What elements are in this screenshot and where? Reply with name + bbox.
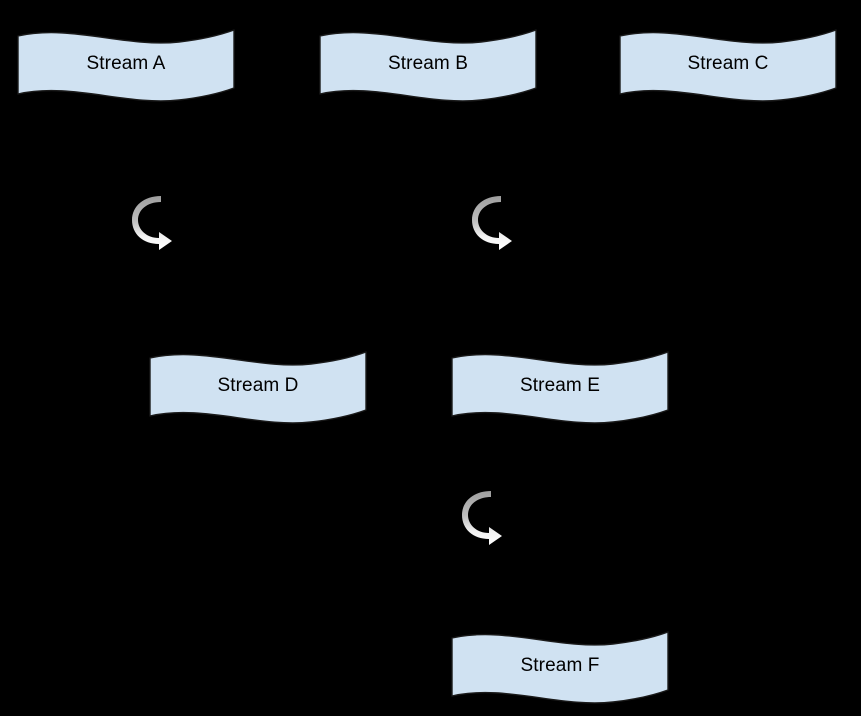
banner-stream-b[interactable]: Stream B bbox=[318, 26, 538, 102]
banner-stream-c[interactable]: Stream C bbox=[618, 26, 838, 102]
banner-stream-a[interactable]: Stream A bbox=[16, 26, 236, 102]
banner-shape bbox=[451, 631, 669, 704]
banner-shape bbox=[149, 351, 367, 424]
banner-shape bbox=[319, 29, 537, 102]
banner-stream-d[interactable]: Stream D bbox=[148, 348, 368, 424]
rotate-arrow-icon bbox=[131, 196, 175, 254]
rotate-arrow-glyph bbox=[462, 491, 502, 545]
rotate-arrow-icon bbox=[471, 196, 515, 254]
banner-shape bbox=[17, 29, 235, 102]
rotate-arrow-icon bbox=[461, 491, 505, 549]
banner-shape bbox=[451, 351, 669, 424]
rotate-arrow-glyph bbox=[472, 196, 512, 250]
banner-stream-e[interactable]: Stream E bbox=[450, 348, 670, 424]
banner-stream-f[interactable]: Stream F bbox=[450, 628, 670, 704]
rotate-arrow-glyph bbox=[132, 196, 172, 250]
banner-shape bbox=[619, 29, 837, 102]
